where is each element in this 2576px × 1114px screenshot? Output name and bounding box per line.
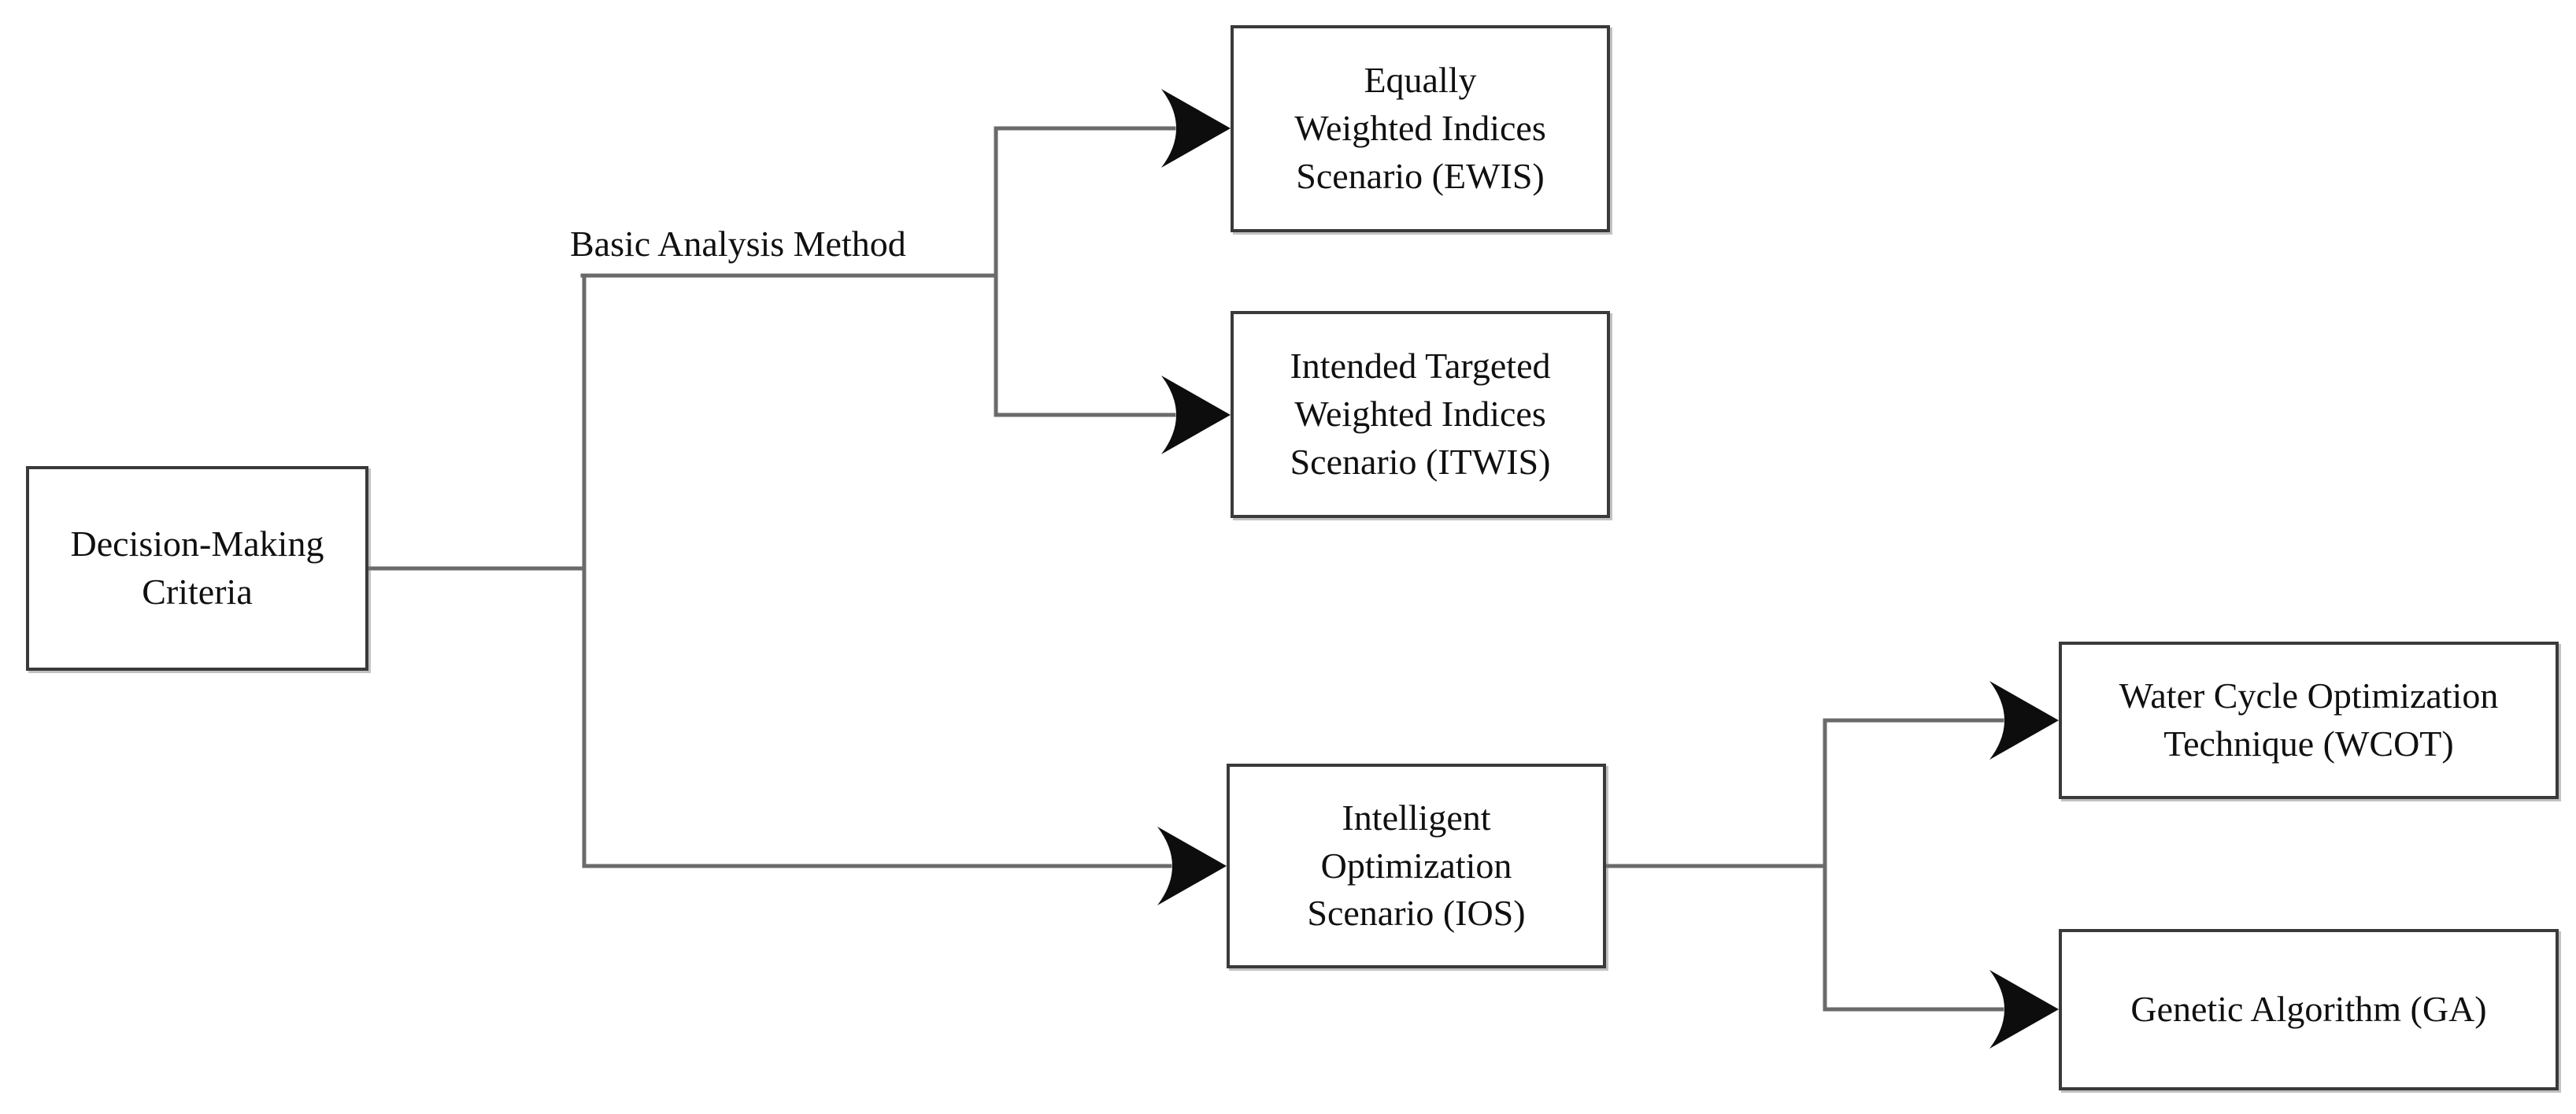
node-ewis: Equally Weighted Indices Scenario (EWIS) bbox=[1231, 25, 1610, 232]
node-ios-line3: Scenario (IOS) bbox=[1307, 893, 1526, 934]
arrowhead-wcot-icon bbox=[1989, 681, 2059, 760]
node-ios: Intelligent Optimization Scenario (IOS) bbox=[1227, 764, 1606, 968]
node-wcot-line2: Technique (WCOT) bbox=[2163, 724, 2454, 764]
node-ewis-line2: Weighted Indices bbox=[1294, 108, 1546, 149]
node-ga-line1: Genetic Algorithm (GA) bbox=[2130, 989, 2487, 1030]
node-wcot: Water Cycle Optimization Technique (WCOT… bbox=[2059, 642, 2559, 799]
arrowhead-ios-icon bbox=[1157, 827, 1227, 905]
node-itwis: Intended Targeted Weighted Indices Scena… bbox=[1231, 311, 1610, 518]
node-ios-line2: Optimization bbox=[1320, 845, 1512, 886]
node-itwis-line3: Scenario (ITWIS) bbox=[1290, 441, 1551, 482]
node-decision-criteria: Decision-Making Criteria bbox=[26, 466, 368, 671]
node-decision-criteria-line1: Decision-Making bbox=[70, 524, 324, 564]
node-ios-line1: Intelligent bbox=[1342, 797, 1491, 838]
arrowhead-ga-icon bbox=[1989, 970, 2059, 1049]
node-ewis-line3: Scenario (EWIS) bbox=[1296, 155, 1545, 196]
node-itwis-line1: Intended Targeted bbox=[1290, 346, 1551, 387]
node-wcot-line1: Water Cycle Optimization bbox=[2119, 675, 2499, 716]
arrowhead-itwis-icon bbox=[1161, 376, 1231, 454]
node-ga: Genetic Algorithm (GA) bbox=[2059, 929, 2559, 1090]
basic-analysis-method-label: Basic Analysis Method bbox=[570, 224, 906, 264]
arrowhead-ewis-icon bbox=[1161, 89, 1231, 168]
node-itwis-line2: Weighted Indices bbox=[1294, 394, 1546, 435]
node-decision-criteria-line2: Criteria bbox=[142, 572, 253, 612]
node-ewis-line1: Equally bbox=[1364, 60, 1477, 101]
